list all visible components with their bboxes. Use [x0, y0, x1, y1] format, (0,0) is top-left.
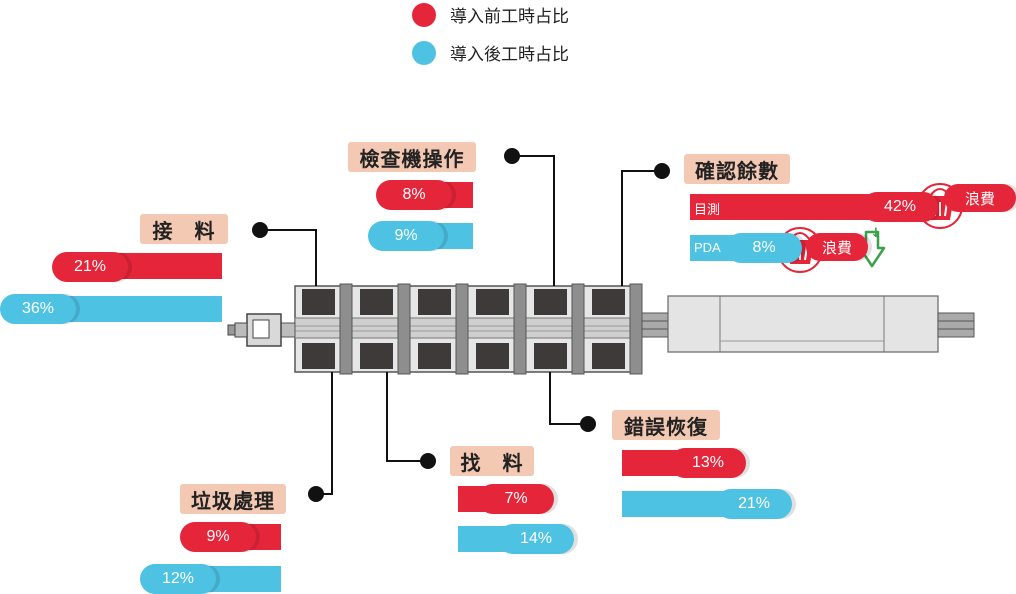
end-shaft: [937, 312, 975, 338]
station-label-waste-handling: 垃圾處理: [180, 484, 286, 514]
station-label-searching: 找 料: [450, 446, 534, 476]
feeder-cell: [418, 289, 451, 315]
feeder-cell: [534, 289, 567, 315]
legend-swatch-before: [412, 2, 436, 27]
pill-confirm-before: 42%: [862, 192, 938, 222]
confirm-method-before: 目測: [694, 202, 721, 217]
separator: [513, 283, 527, 375]
legend-item-after: 導入後工時占比: [412, 40, 569, 65]
pill-waste-handling-before: 9%: [180, 522, 256, 552]
legend-swatch-after: [412, 40, 436, 65]
feeder-cell: [360, 289, 393, 315]
legend-label-before: 導入前工時占比: [450, 7, 569, 27]
pill-feeding-after: 36%: [0, 294, 76, 324]
legend-label-after: 導入後工時占比: [450, 45, 569, 65]
feeder-cell: [534, 343, 567, 369]
feeder-cell: [592, 289, 625, 315]
feeder-cell: [302, 289, 335, 315]
shaft: [641, 312, 669, 338]
feeder-cell: [476, 343, 509, 369]
separator: [571, 283, 585, 375]
legend-item-before: 導入前工時占比: [412, 2, 569, 27]
housing: [667, 295, 939, 353]
waste-badge-after: 浪費: [806, 233, 868, 261]
pill-error-recovery-after: 21%: [716, 489, 792, 519]
waste-text-before: 浪費: [964, 190, 995, 208]
reduction-arrow-text: ↓: [870, 226, 882, 241]
feeder-cell: [418, 343, 451, 369]
pill-searching-after: 14%: [498, 524, 574, 554]
separator: [339, 283, 353, 375]
separator: [397, 283, 411, 375]
pill-error-recovery-before: 13%: [670, 448, 746, 478]
separator: [455, 283, 469, 375]
pill-inspection-after: 9%: [368, 221, 444, 251]
connector-dots: [252, 148, 670, 502]
station-label-confirm: 確認餘數: [684, 154, 790, 184]
feeder-cell: [302, 343, 335, 369]
waste-badge-before: 浪費: [944, 184, 1016, 212]
pill-searching-before: 7%: [478, 484, 554, 514]
feeder-cell: [476, 289, 509, 315]
separator: [629, 283, 643, 375]
station-label-inspection: 檢查機操作: [348, 142, 476, 172]
station-label-feeding: 接 料: [140, 214, 228, 244]
pill-waste-handling-after: 12%: [140, 564, 216, 594]
feeder-cell: [360, 343, 393, 369]
confirm-method-after: PDA: [694, 240, 721, 255]
pill-inspection-before: 8%: [376, 180, 452, 210]
waste-text-after: 浪費: [821, 239, 852, 257]
station-label-error-recovery: 錯誤恢復: [612, 410, 720, 440]
pill-confirm-after: 8%: [726, 233, 802, 263]
pill-feeding-before: 21%: [52, 252, 128, 282]
feeder-cell: [592, 343, 625, 369]
